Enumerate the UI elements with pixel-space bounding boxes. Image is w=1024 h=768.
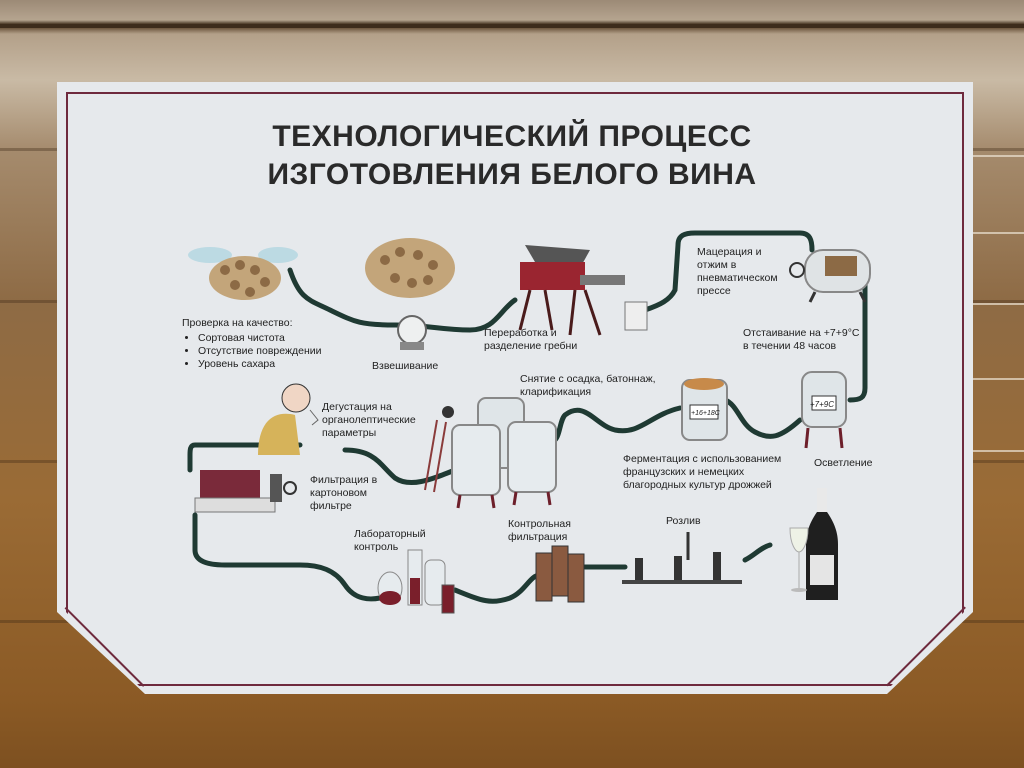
taster-illustration (258, 383, 319, 455)
wall-highlight (964, 303, 1024, 305)
wine-bottle-illustration (789, 488, 838, 600)
quality-check-heading: Проверка на качество: (182, 317, 293, 329)
step-text: контроль (354, 541, 399, 553)
list-item: Отсутствие повреждении (198, 345, 322, 358)
step-text: Фильтрация в (310, 474, 378, 486)
bottling-line-illustration (622, 532, 742, 584)
step-text: клариф​икация (520, 386, 592, 398)
step-racking: Снятие с осадка, батоннаж, клариф​икация (520, 373, 656, 399)
lab-glassware-illustration (377, 549, 455, 614)
clarification-temp-label: +7+9С (810, 400, 835, 409)
step-weighing: Взвешивание (372, 360, 439, 372)
step-text: Отстаивание на +7+9°С (743, 327, 860, 339)
step-processing: Переработка и разделение гребни (484, 327, 577, 353)
step-text: параметры (322, 427, 377, 439)
poster-title: ТЕХНОЛОГИЧЕСКИЙ ПРОЦЕСС ИЗГОТОВЛЕНИЯ БЕЛ… (0, 118, 1024, 194)
step-maceration: Мацерация и отжим в пневматическом пресс… (697, 246, 778, 298)
step-text: фильтрация (508, 531, 568, 543)
step-text: Контрольная (508, 518, 571, 530)
title-line-2: ИЗГОТОВЛЕНИЯ БЕЛОГО ВИНА (267, 158, 757, 191)
step-text: Дегустация на (322, 401, 392, 413)
clarification-tank-illustration (801, 371, 847, 449)
step-text: благородных культур дрожжей (623, 479, 772, 491)
wall-highlight (964, 450, 1024, 452)
grape-hands-illustration (188, 247, 298, 300)
step-filtration: Фильтрация в картоновом фильтре (310, 474, 377, 513)
step-text: пневматическом (697, 272, 778, 284)
step-text: Ферментация с использованием (623, 453, 782, 465)
step-settling: Отстаивание на +7+9°С в течении 48 часов (743, 327, 860, 353)
quality-check-list: Сортовая чистота Отсутствие повреждении … (182, 332, 322, 371)
control-filter-columns-illustration (535, 545, 585, 603)
wall-highlight (964, 155, 1024, 157)
step-fermentation: Ферментация с использованием французских… (623, 453, 781, 492)
destemmer-illustration (518, 245, 648, 336)
step-text: органолептические (322, 414, 416, 426)
wall-highlight (964, 232, 1024, 234)
step-clarification: Осветление (814, 457, 873, 469)
fermentation-temp-label: +16+18С (691, 410, 720, 417)
title-line-1: ТЕХНОЛОГИЧЕСКИЙ ПРОЦЕСС (272, 120, 752, 153)
wall-highlight (964, 378, 1024, 380)
step-text: отжим в (697, 259, 737, 271)
list-item: Сортовая чистота (198, 332, 322, 345)
step-text: картоновом (310, 487, 367, 499)
step-text: Мацерация и (697, 246, 762, 258)
pneumatic-press-illustration (789, 249, 871, 303)
step-lab-control: Лабораторный контроль (354, 528, 426, 554)
fermentation-tank-illustration (681, 378, 728, 441)
step-text: прессе (697, 285, 731, 297)
step-text: фильтре (310, 500, 352, 512)
step-text: разделение гребни (484, 340, 578, 352)
step-tasting: Дегустация на органолептические параметр… (322, 401, 416, 440)
step-text: Снятие с осадка, батоннаж, (520, 373, 656, 385)
step-text: Лабораторный (354, 528, 426, 540)
cardboard-filter-illustration (194, 470, 297, 513)
step-text: в течении 48 часов (743, 340, 837, 352)
step-bottling: Розлив (666, 515, 701, 527)
storage-tanks-illustration (424, 397, 557, 509)
wall-plank-seam (0, 24, 1024, 28)
weighing-scale-illustration (365, 238, 455, 350)
step-text: Переработка и (484, 327, 557, 339)
step-quality-check: Проверка на качество: Сортовая чистота О… (182, 317, 322, 371)
list-item: Уровень сахара (198, 358, 322, 371)
step-text: французских и немецких (623, 466, 745, 478)
poster-frame (66, 92, 964, 686)
step-control-filtration: Контрольная фильтрация (508, 518, 571, 544)
